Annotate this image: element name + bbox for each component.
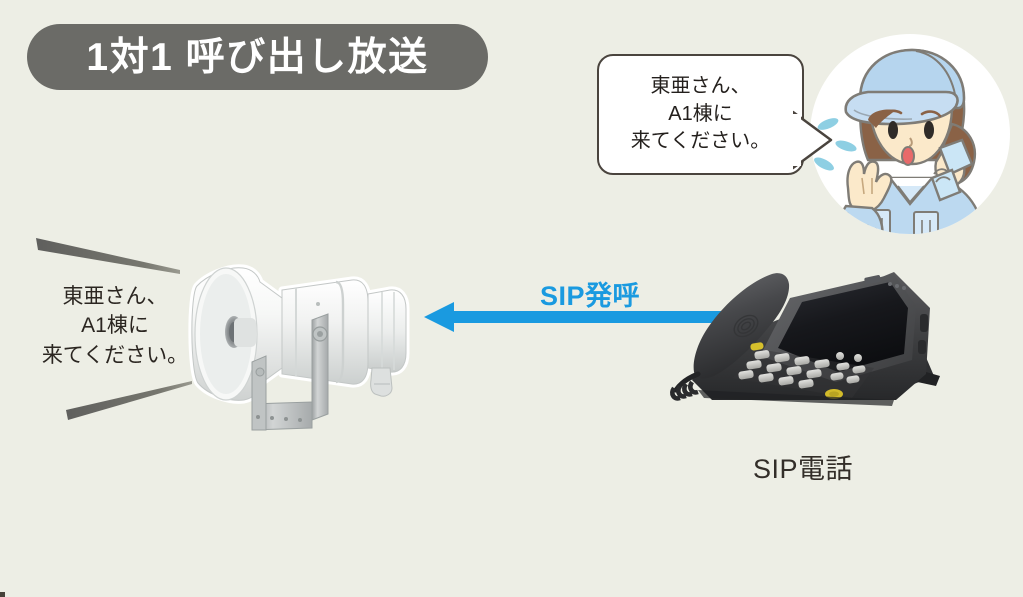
page-title-badge: 1対1 呼び出し放送 [27,24,488,90]
sip-call-label: SIP発呼 [539,281,641,311]
page-title: 1対1 呼び出し放送 [86,35,429,79]
horn-speaker-image [188,264,410,431]
sound-wedge-lower-icon [66,381,192,420]
speech-bubble-tail-icon [793,110,833,170]
operator-person-illustration [810,34,1010,234]
sip-phone-label: SIP電話 [752,454,854,484]
speech-bubble-text: 東亜さん、 A1棟に 来てください。 [630,75,771,153]
sweat-drops-icon [814,118,857,171]
sound-wedge-upper-icon [36,238,180,274]
sip-phone-image [670,272,940,406]
sip-call-arrow-icon [424,302,744,332]
horn-announcement-text: 東亜さん、 A1棟に 来てください。 [41,285,189,367]
speech-bubble: 東亜さん、 A1棟に 来てください。 [597,54,804,175]
canvas-corner-mark [0,592,5,597]
